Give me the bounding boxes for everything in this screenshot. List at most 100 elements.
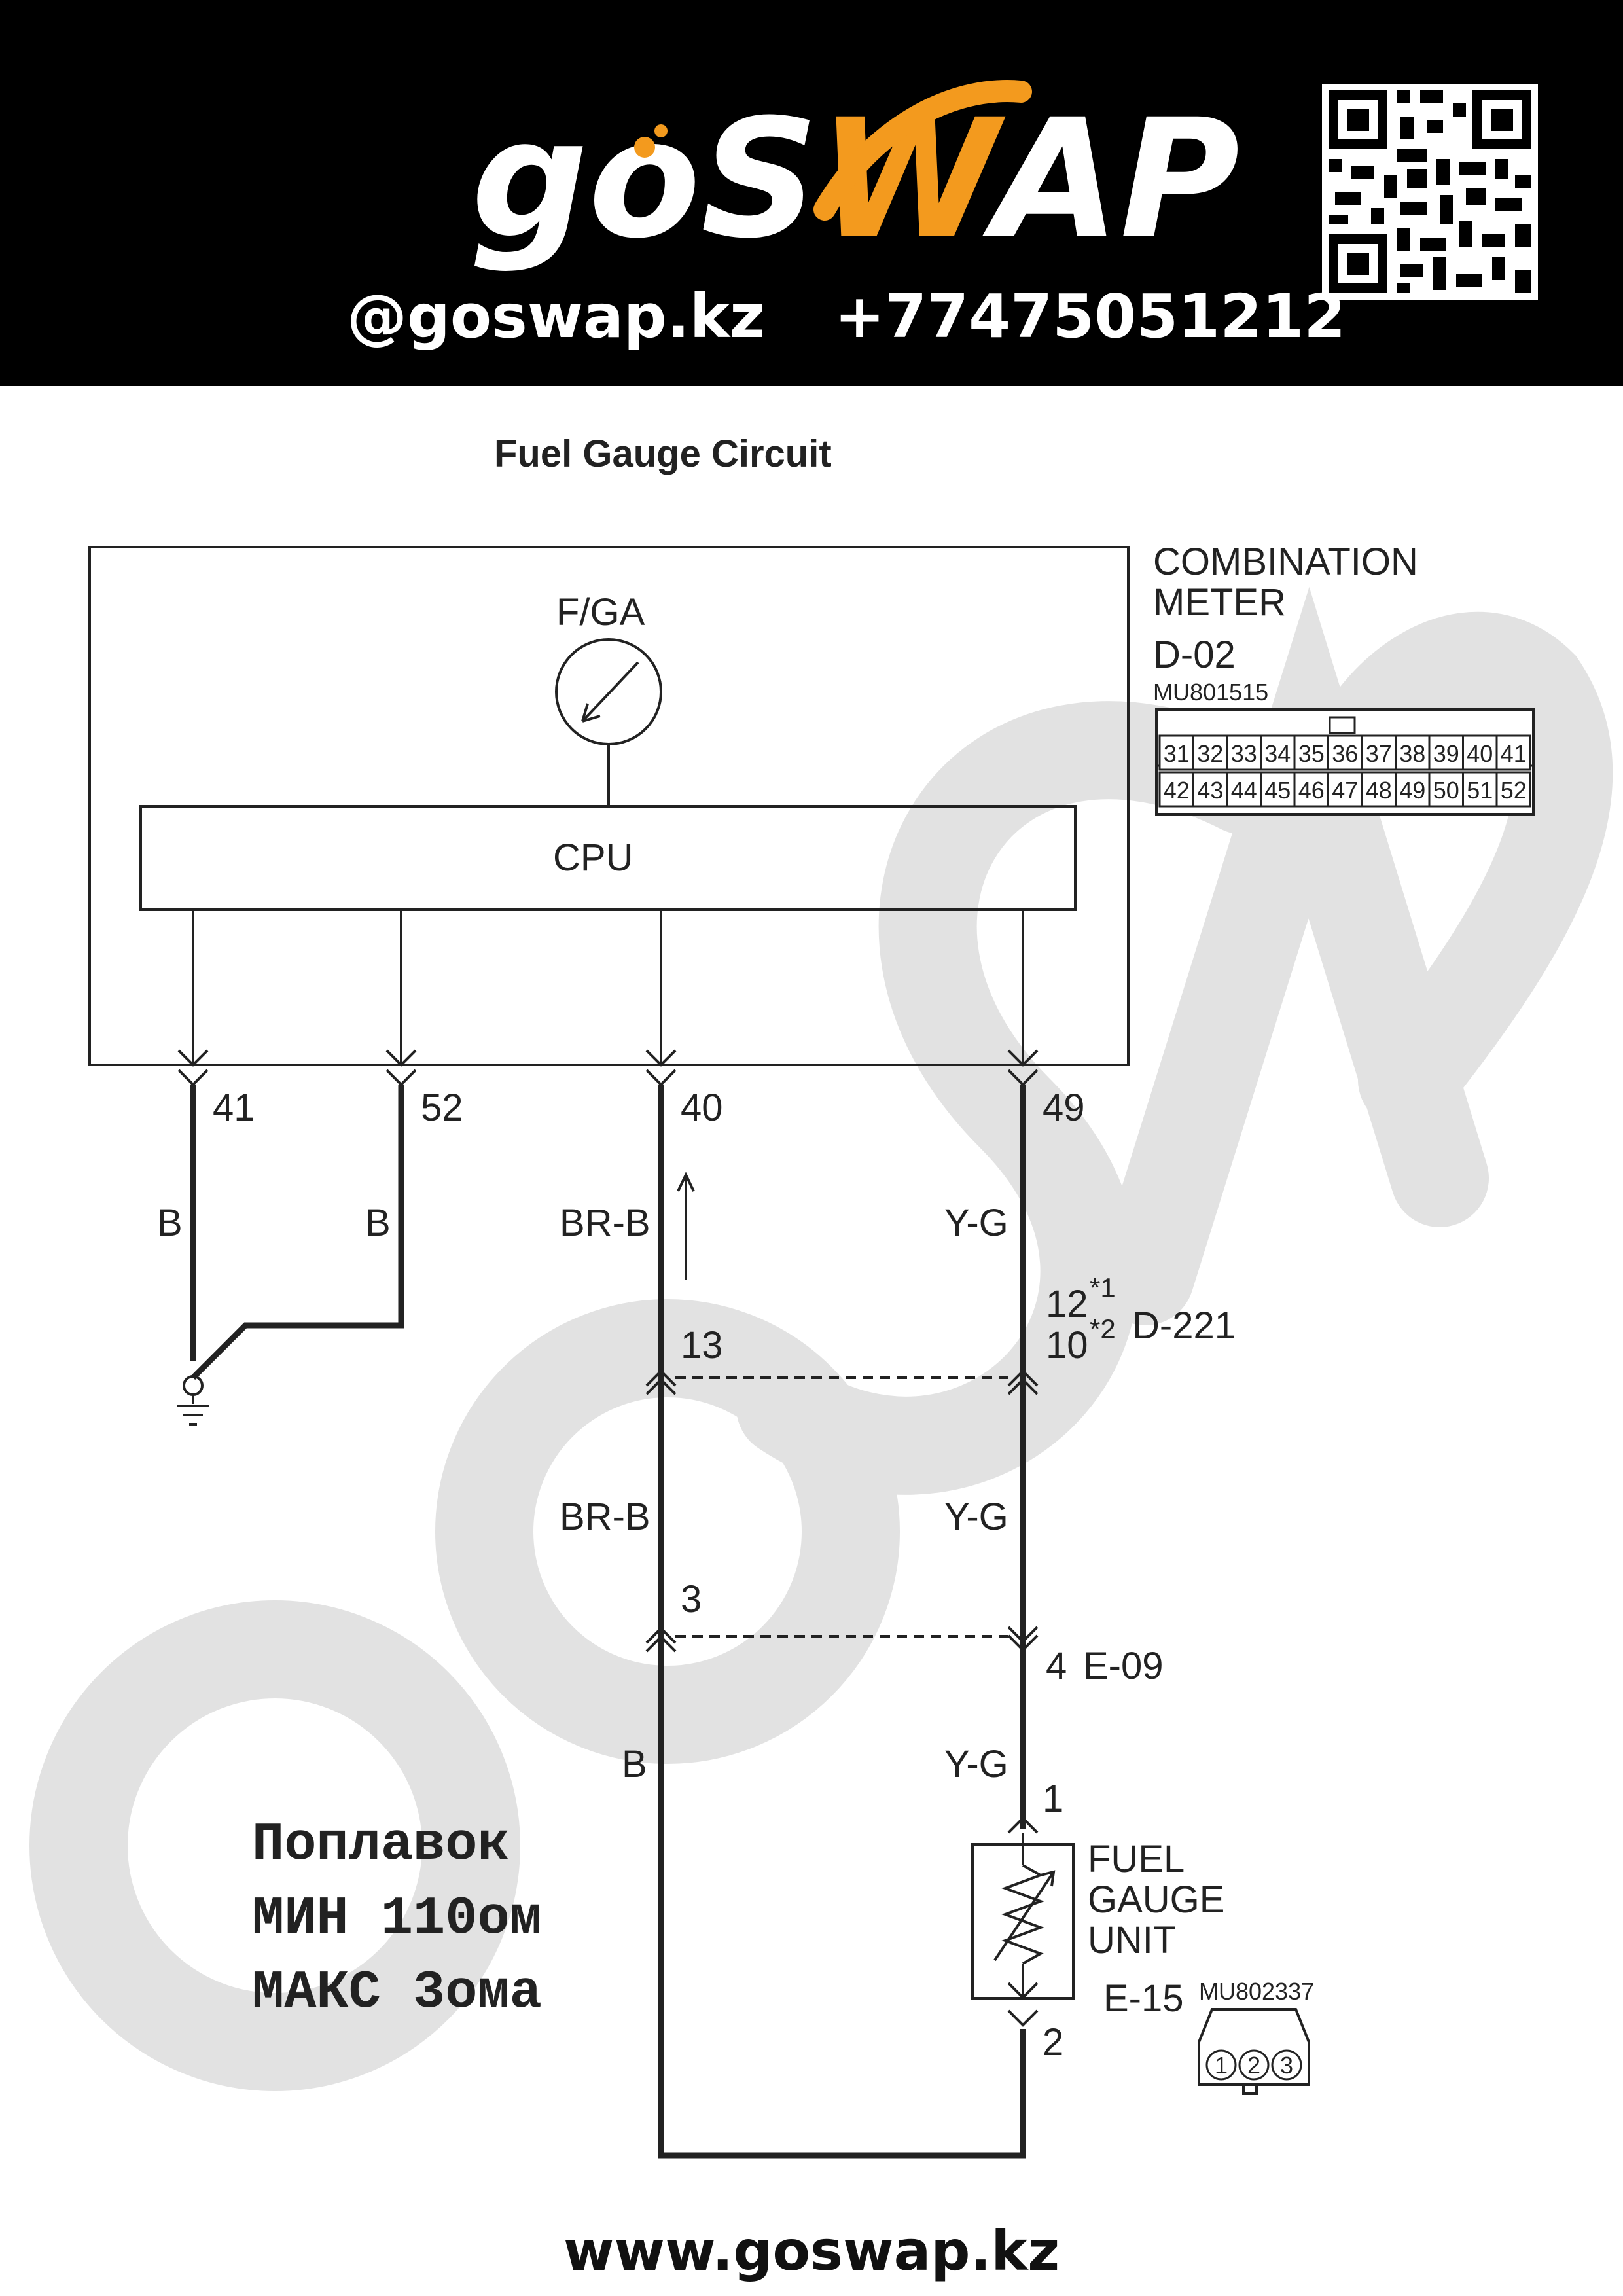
wire-color-41: B bbox=[157, 1202, 183, 1244]
junction1-note-b: *2 bbox=[1090, 1314, 1116, 1344]
note-line3: МАКС 3ома bbox=[252, 1962, 542, 2023]
unit-pin2-chevron-a bbox=[1007, 1982, 1039, 2000]
meter-part-number: MU801515 bbox=[1153, 679, 1268, 706]
connector-pin-label: 50 bbox=[1433, 777, 1459, 804]
wire-40-ground-loop bbox=[658, 1085, 1026, 2159]
meter-pin-chevrons bbox=[177, 1049, 1039, 1086]
e15-pin-label: 2 bbox=[1247, 2052, 1260, 2079]
connector-pin-label: 51 bbox=[1467, 777, 1493, 804]
logo-s: S bbox=[701, 84, 819, 274]
wires bbox=[190, 1085, 1026, 2159]
connector-pin-label: 38 bbox=[1399, 740, 1425, 767]
junction2-left-pin: 3 bbox=[681, 1578, 702, 1621]
e15-pin-circle bbox=[1238, 2049, 1270, 2081]
e15-pin-label: 3 bbox=[1280, 2052, 1293, 2079]
meter-outline bbox=[88, 546, 1130, 1066]
qr-code-icon bbox=[1322, 84, 1538, 300]
connector-pin-label: 34 bbox=[1264, 740, 1291, 767]
connector-pin-label: 47 bbox=[1332, 777, 1358, 804]
note-line1: Поплавок bbox=[252, 1814, 510, 1875]
diagram-title: Fuel Gauge Circuit bbox=[494, 433, 832, 475]
pin-49-label: 49 bbox=[1043, 1086, 1085, 1129]
wire-color-49: Y-G bbox=[944, 1202, 1008, 1244]
resistor-icon bbox=[1001, 1864, 1044, 1965]
connector-pin-label: 43 bbox=[1197, 777, 1223, 804]
goswap-logo: goSWAP bbox=[471, 80, 1240, 274]
e15-pin-circle bbox=[1205, 2049, 1237, 2081]
cpu-box bbox=[139, 805, 1077, 911]
phone-number[interactable]: +77475051212 bbox=[834, 281, 1346, 351]
fuel-gauge-unit-block bbox=[971, 1816, 1075, 2027]
pin-40-label: 40 bbox=[681, 1086, 723, 1129]
fuel-unit-line1: FUEL bbox=[1088, 1838, 1185, 1880]
ground-icon bbox=[177, 1375, 209, 1426]
variable-arrow-head bbox=[1040, 1870, 1056, 1887]
junction2-right-pin: 4 bbox=[1046, 1645, 1067, 1687]
connector-pin-label: 44 bbox=[1231, 777, 1257, 804]
fuel-unit-line3: UNIT bbox=[1088, 1919, 1176, 1962]
low-left-color: B bbox=[622, 1743, 647, 1785]
connector-pin-label: 48 bbox=[1366, 777, 1392, 804]
pin-52-label: 52 bbox=[421, 1086, 463, 1129]
junction1-connector: D-221 bbox=[1132, 1304, 1236, 1347]
instagram-handle[interactable]: @goswap.kz bbox=[347, 281, 765, 351]
wire-color-52: B bbox=[365, 1202, 391, 1244]
connector-pin-label: 31 bbox=[1164, 740, 1190, 767]
labels: COMBINATION METER D-02 MU801515 F/GA CPU… bbox=[157, 541, 1418, 2064]
wire-52 bbox=[190, 1085, 404, 1380]
fuel-unit-part-number: MU802337 bbox=[1199, 1978, 1314, 2005]
meter-connector-id: D-02 bbox=[1153, 634, 1236, 676]
logo-ap: AP bbox=[982, 84, 1240, 274]
e15-pin-label: 1 bbox=[1215, 2052, 1228, 2079]
connector-pin-cell bbox=[1260, 771, 1296, 808]
junction-d221 bbox=[645, 1369, 1039, 1395]
connector-pin-label: 52 bbox=[1501, 777, 1527, 804]
connector-pin-cell bbox=[1395, 771, 1431, 808]
connector-pin-label: 32 bbox=[1197, 740, 1223, 767]
connector-pin-cell bbox=[1361, 771, 1397, 808]
mid-left-color: BR-B bbox=[560, 1496, 651, 1538]
meter-name-line2: METER bbox=[1153, 581, 1286, 624]
wire-color-40: BR-B bbox=[560, 1202, 651, 1244]
connector-pin-cell bbox=[1192, 771, 1228, 808]
cpu-label: CPU bbox=[553, 836, 633, 879]
connector-pin-label: 41 bbox=[1501, 740, 1527, 767]
note-line2: МИН 110ом bbox=[252, 1888, 542, 1949]
meter-name-line1: COMBINATION bbox=[1153, 541, 1418, 583]
connector-pin-label: 36 bbox=[1332, 740, 1358, 767]
gauge-label: F/GA bbox=[556, 591, 645, 634]
logo-swoosh-icon bbox=[634, 80, 1032, 221]
unit-pin2-label: 2 bbox=[1043, 2021, 1063, 2064]
current-arrow-icon bbox=[677, 1172, 695, 1280]
unit-pin1-chevron bbox=[1007, 1816, 1039, 1834]
connector-pin-cell bbox=[1495, 771, 1531, 808]
connector-pin-label: 39 bbox=[1433, 740, 1459, 767]
footer-website-link[interactable]: www.goswap.kz bbox=[563, 2219, 1060, 2283]
connector-pin-cell bbox=[1495, 734, 1531, 771]
connector-pin-label: 33 bbox=[1231, 740, 1257, 767]
junction2-connector: E-09 bbox=[1083, 1645, 1164, 1687]
connector-pin-cell bbox=[1327, 771, 1363, 808]
unit-pin2-chevron-b bbox=[1007, 2009, 1039, 2027]
gauge-needle bbox=[581, 661, 639, 723]
logo-go: go bbox=[471, 84, 701, 274]
junction1-right-pin-b: 10 bbox=[1046, 1324, 1088, 1367]
connector-pin-label: 45 bbox=[1264, 777, 1291, 804]
junction-e09 bbox=[645, 1626, 1039, 1653]
low-right-color: Y-G bbox=[944, 1743, 1008, 1785]
connector-pin-label: 40 bbox=[1467, 740, 1493, 767]
fuel-unit-connector: E-15 bbox=[1103, 1977, 1184, 2020]
e15-pin-circle bbox=[1271, 2049, 1302, 2081]
mid-right-color: Y-G bbox=[944, 1496, 1008, 1538]
connector-pin-cell bbox=[1428, 734, 1464, 771]
qr-modules bbox=[1329, 90, 1531, 293]
header-banner: goSWAP @goswap.kz +77475051212 bbox=[0, 0, 1623, 386]
pin-41-label: 41 bbox=[213, 1086, 255, 1129]
meter-block bbox=[88, 546, 1130, 1066]
